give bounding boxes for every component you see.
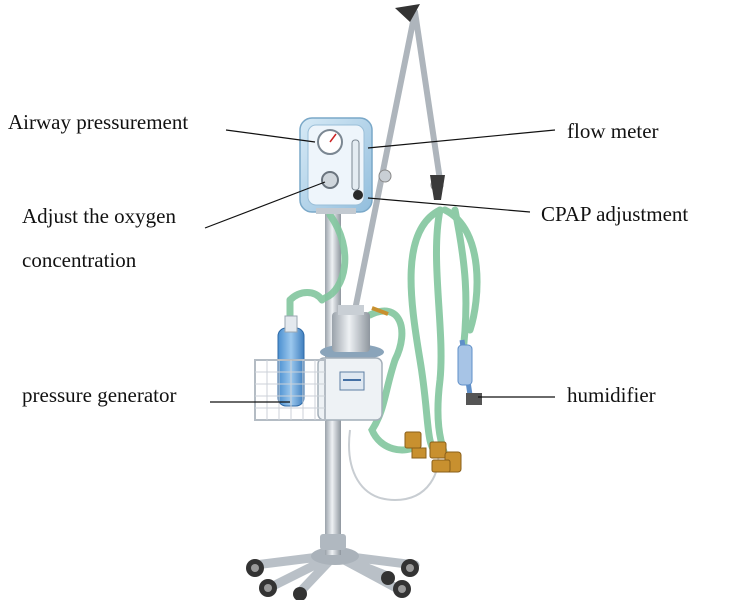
label-cpap-adjustment: CPAP adjustment	[541, 202, 689, 226]
label-adjust-oxygen-line2: concentration	[22, 248, 137, 272]
oxygen-knob-icon	[321, 171, 339, 189]
gas-connectors	[404, 431, 462, 473]
wheeled-base	[246, 547, 420, 600]
label-humidifier: humidifier	[567, 383, 656, 407]
cpap-knob-icon	[353, 190, 363, 200]
flow-meter-tube-icon	[351, 139, 360, 191]
label-pressure-generator: pressure generator	[22, 383, 177, 407]
breathing-circuit-tubes	[286, 206, 481, 459]
gas-supply-line	[348, 429, 440, 502]
controller-unit	[299, 117, 373, 213]
humidifier-unit	[317, 305, 389, 421]
pressure-generator-basket	[254, 315, 326, 421]
support-arm	[352, 4, 445, 313]
label-airway-pressurement: Airway pressurement	[8, 110, 189, 134]
leader-lines	[204, 129, 556, 403]
label-adjust-oxygen-line1: Adjust the oxygen	[22, 204, 176, 228]
label-flow-meter: flow meter	[567, 119, 659, 143]
label-adjust-oxygen: Adjust the oxygen concentration	[22, 194, 176, 282]
temperature-probe	[457, 339, 482, 405]
